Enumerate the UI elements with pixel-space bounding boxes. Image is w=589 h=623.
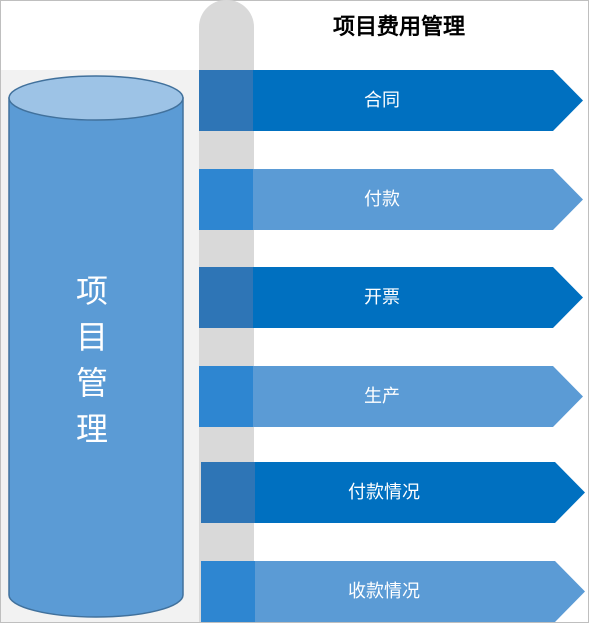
cylinder-body xyxy=(8,97,184,618)
diagram-title: 项目费用管理 xyxy=(332,15,465,40)
row-label: 付款情况 xyxy=(348,482,420,503)
cylinder-top xyxy=(8,75,184,121)
row-arrow xyxy=(255,561,585,622)
row-arrow xyxy=(253,267,583,328)
row-tab xyxy=(201,561,257,622)
row-tab xyxy=(199,366,255,427)
cylinder-label: 项目管理 xyxy=(62,268,122,452)
row-label: 付款 xyxy=(364,189,400,210)
row-tab xyxy=(199,70,255,131)
cylinder-label-char: 管 xyxy=(75,364,108,402)
project-management-cylinder xyxy=(8,75,184,618)
row-label: 收款情况 xyxy=(348,581,420,602)
row-label: 开票 xyxy=(364,287,400,308)
row-label: 生产 xyxy=(364,386,400,407)
row-label: 合同 xyxy=(364,90,400,111)
row-tab xyxy=(199,169,255,230)
row-arrow xyxy=(253,366,583,427)
row-arrow xyxy=(253,169,583,230)
cylinder-label-char: 理 xyxy=(75,410,108,448)
row-tab xyxy=(199,267,255,328)
cylinder-label-char: 目 xyxy=(75,318,108,356)
row-arrow xyxy=(253,70,583,131)
cylinder-label-char: 项 xyxy=(75,272,108,310)
row-tab xyxy=(201,462,257,523)
row-arrow xyxy=(255,462,585,523)
